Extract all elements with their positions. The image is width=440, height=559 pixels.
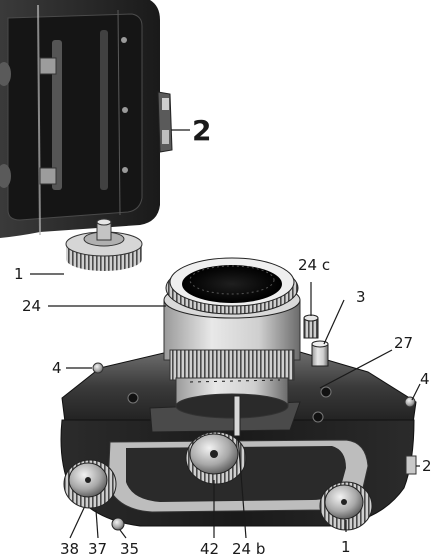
label-38: 38 [60,540,79,558]
label-42: 42 [200,540,219,558]
camera-body [60,257,417,531]
label-3: 3 [356,288,366,306]
label-4-right: 4 [420,370,430,388]
back-door [0,0,173,271]
label-4-left: 4 [52,359,62,377]
label-1-bottom: 1 [341,538,351,556]
label-2-right: 2 [422,457,432,475]
leader-lines [30,129,421,539]
label-27: 27 [394,334,413,352]
label-37: 37 [88,540,107,558]
label-24: 24 [22,297,41,315]
label-24c: 24 c [298,256,330,274]
label-24b: 24 b [232,540,265,558]
label-1-top: 1 [14,265,24,283]
label-2-top: 2 [192,114,211,147]
label-35: 35 [120,540,139,558]
